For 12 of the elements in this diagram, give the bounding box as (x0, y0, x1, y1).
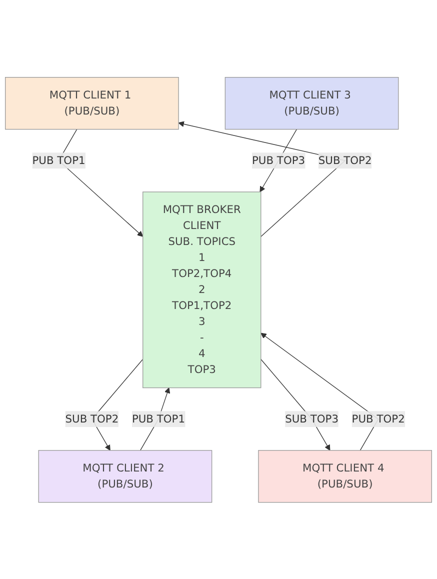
edge-label: PUB TOP1 (32, 154, 86, 166)
node-box: MQTT BROKER CLIENT SUB. TOPICS 1 TOP2,TOP4 2 TOP1,TOP2 3 - 4 TOP3 (142, 191, 262, 388)
edge-label: PUB TOP3 (252, 154, 306, 166)
edge-label: SUB TOP2 (65, 412, 119, 425)
edge-label: PUB TOP1 (132, 412, 185, 425)
node-box: MQTT CLIENT 3 (PUB/SUB) (224, 76, 399, 130)
edge-label: SUB TOP3 (285, 412, 338, 425)
node-box: MQTT CLIENT 2 (PUB/SUB) (38, 450, 212, 502)
node-box: MQTT CLIENT 4 (PUB/SUB) (258, 450, 432, 502)
node-box: MQTT CLIENT 1 (PUB/SUB) (5, 76, 179, 130)
edge-label: PUB TOP2 (352, 412, 405, 425)
edge-label: SUB TOP2 (318, 154, 372, 166)
